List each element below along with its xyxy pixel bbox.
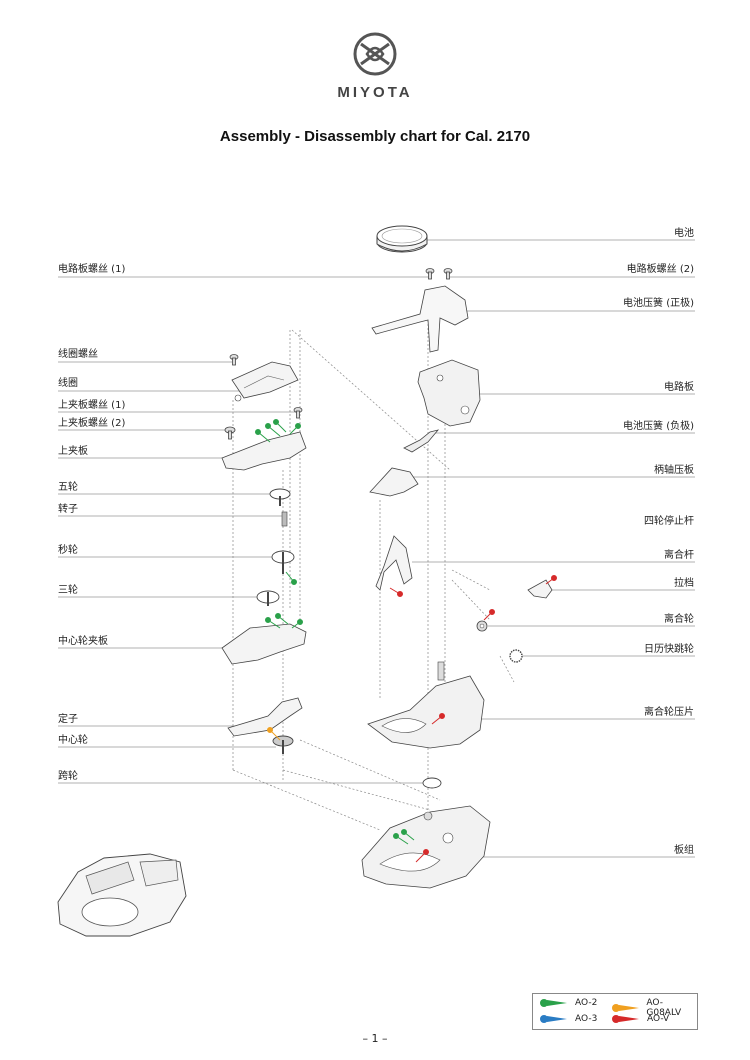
drop-arrow-icon — [540, 999, 567, 1007]
legend-item-ao-v: AO-V — [611, 1014, 669, 1024]
label-circuit-screw-1: 电路板螺丝 (1) — [58, 264, 126, 275]
label-main-plate: 板组 — [674, 845, 694, 856]
drop-arrow-icon — [612, 1015, 639, 1023]
legend-item-ao-2: AO-2 — [539, 998, 597, 1008]
label-clutch-wheel-plate: 离合轮压片 — [644, 707, 694, 718]
label-upper-plate: 上夹板 — [58, 446, 88, 457]
label-setting-lever-plate: 柄轴压板 — [654, 465, 694, 476]
label-coil-screw: 线圈螺丝 — [58, 349, 98, 360]
label-date-jumper: 日历快跳轮 — [644, 644, 694, 655]
lubricant-legend: AO-2 AO-G08ALV AO-3 AO-V — [532, 993, 698, 1030]
label-clutch-wheel: 离合轮 — [664, 614, 694, 625]
label-minute-wheel: 跨轮 — [58, 771, 78, 782]
label-rotor: 转子 — [58, 504, 78, 515]
label-center-wheel-bridge: 中心轮夹板 — [58, 636, 108, 647]
label-stator: 定子 — [58, 714, 78, 725]
label-upper-plate-screw-1: 上夹板螺丝 (1) — [58, 400, 126, 411]
label-second-wheel: 秒轮 — [58, 545, 78, 556]
label-fourth-wheel-stop-lever: 四轮停止杆 — [644, 516, 694, 527]
drop-arrow-icon — [540, 1015, 567, 1023]
legend-item-ao-3: AO-3 — [539, 1014, 597, 1024]
legend-item-ao-g08alv: AO-G08ALV — [611, 998, 697, 1018]
label-battery-spring-negative: 电池压簧 (负极) — [623, 421, 694, 432]
label-coil: 线圈 — [58, 378, 78, 389]
label-third-wheel: 三轮 — [58, 585, 78, 596]
label-clutch-lever: 离合杆 — [664, 550, 694, 561]
page-title: Assembly - Disassembly chart for Cal. 21… — [219, 128, 531, 145]
drop-arrow-icon — [612, 1004, 639, 1012]
miyota-logo-icon — [333, 26, 417, 106]
label-circuit-screw-2: 电路板螺丝 (2) — [626, 264, 694, 275]
label-center-wheel: 中心轮 — [58, 735, 88, 746]
brand-name: MIYOTA — [337, 84, 413, 101]
page-number: – 1 – — [362, 1032, 388, 1045]
label-battery: 电池 — [674, 228, 694, 239]
label-setting-lever: 拉档 — [674, 578, 694, 589]
label-battery-spring-positive: 电池压簧 (正极) — [623, 298, 694, 309]
label-fifth-wheel: 五轮 — [58, 482, 78, 493]
label-upper-plate-screw-2: 上夹板螺丝 (2) — [58, 418, 126, 429]
label-circuit-board: 电路板 — [664, 382, 694, 393]
